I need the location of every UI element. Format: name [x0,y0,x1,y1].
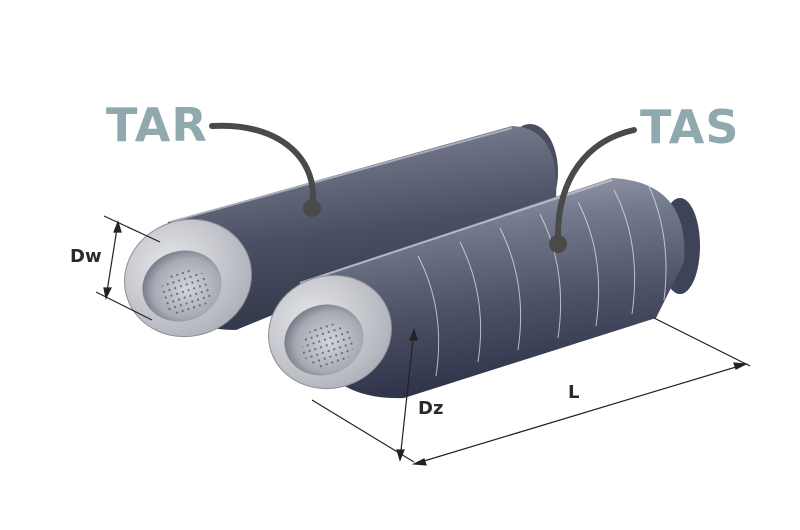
tar-body [161,126,557,330]
tas-perforated-core [302,323,354,369]
tar-label: TAR [106,98,208,152]
tar-leader-dot [303,199,321,217]
l-label: L [568,382,580,403]
dw-label: Dw [70,246,102,267]
tar-silencer [124,124,558,338]
l-dimension-line [413,363,747,465]
tas-body [300,178,685,399]
tar-perforated-core [160,269,212,315]
dimension-lines [95,215,751,466]
dz-dimension-line [399,329,415,461]
dz-label: Dz [418,398,444,419]
tas-label: TAS [640,100,740,154]
tas-leader-dot [549,235,567,253]
tas-silencer [268,178,700,399]
tas-leader [549,127,637,253]
dw-dimension-line [105,221,119,299]
tas-spiral-seams [417,183,667,377]
tar-leader [209,122,321,217]
